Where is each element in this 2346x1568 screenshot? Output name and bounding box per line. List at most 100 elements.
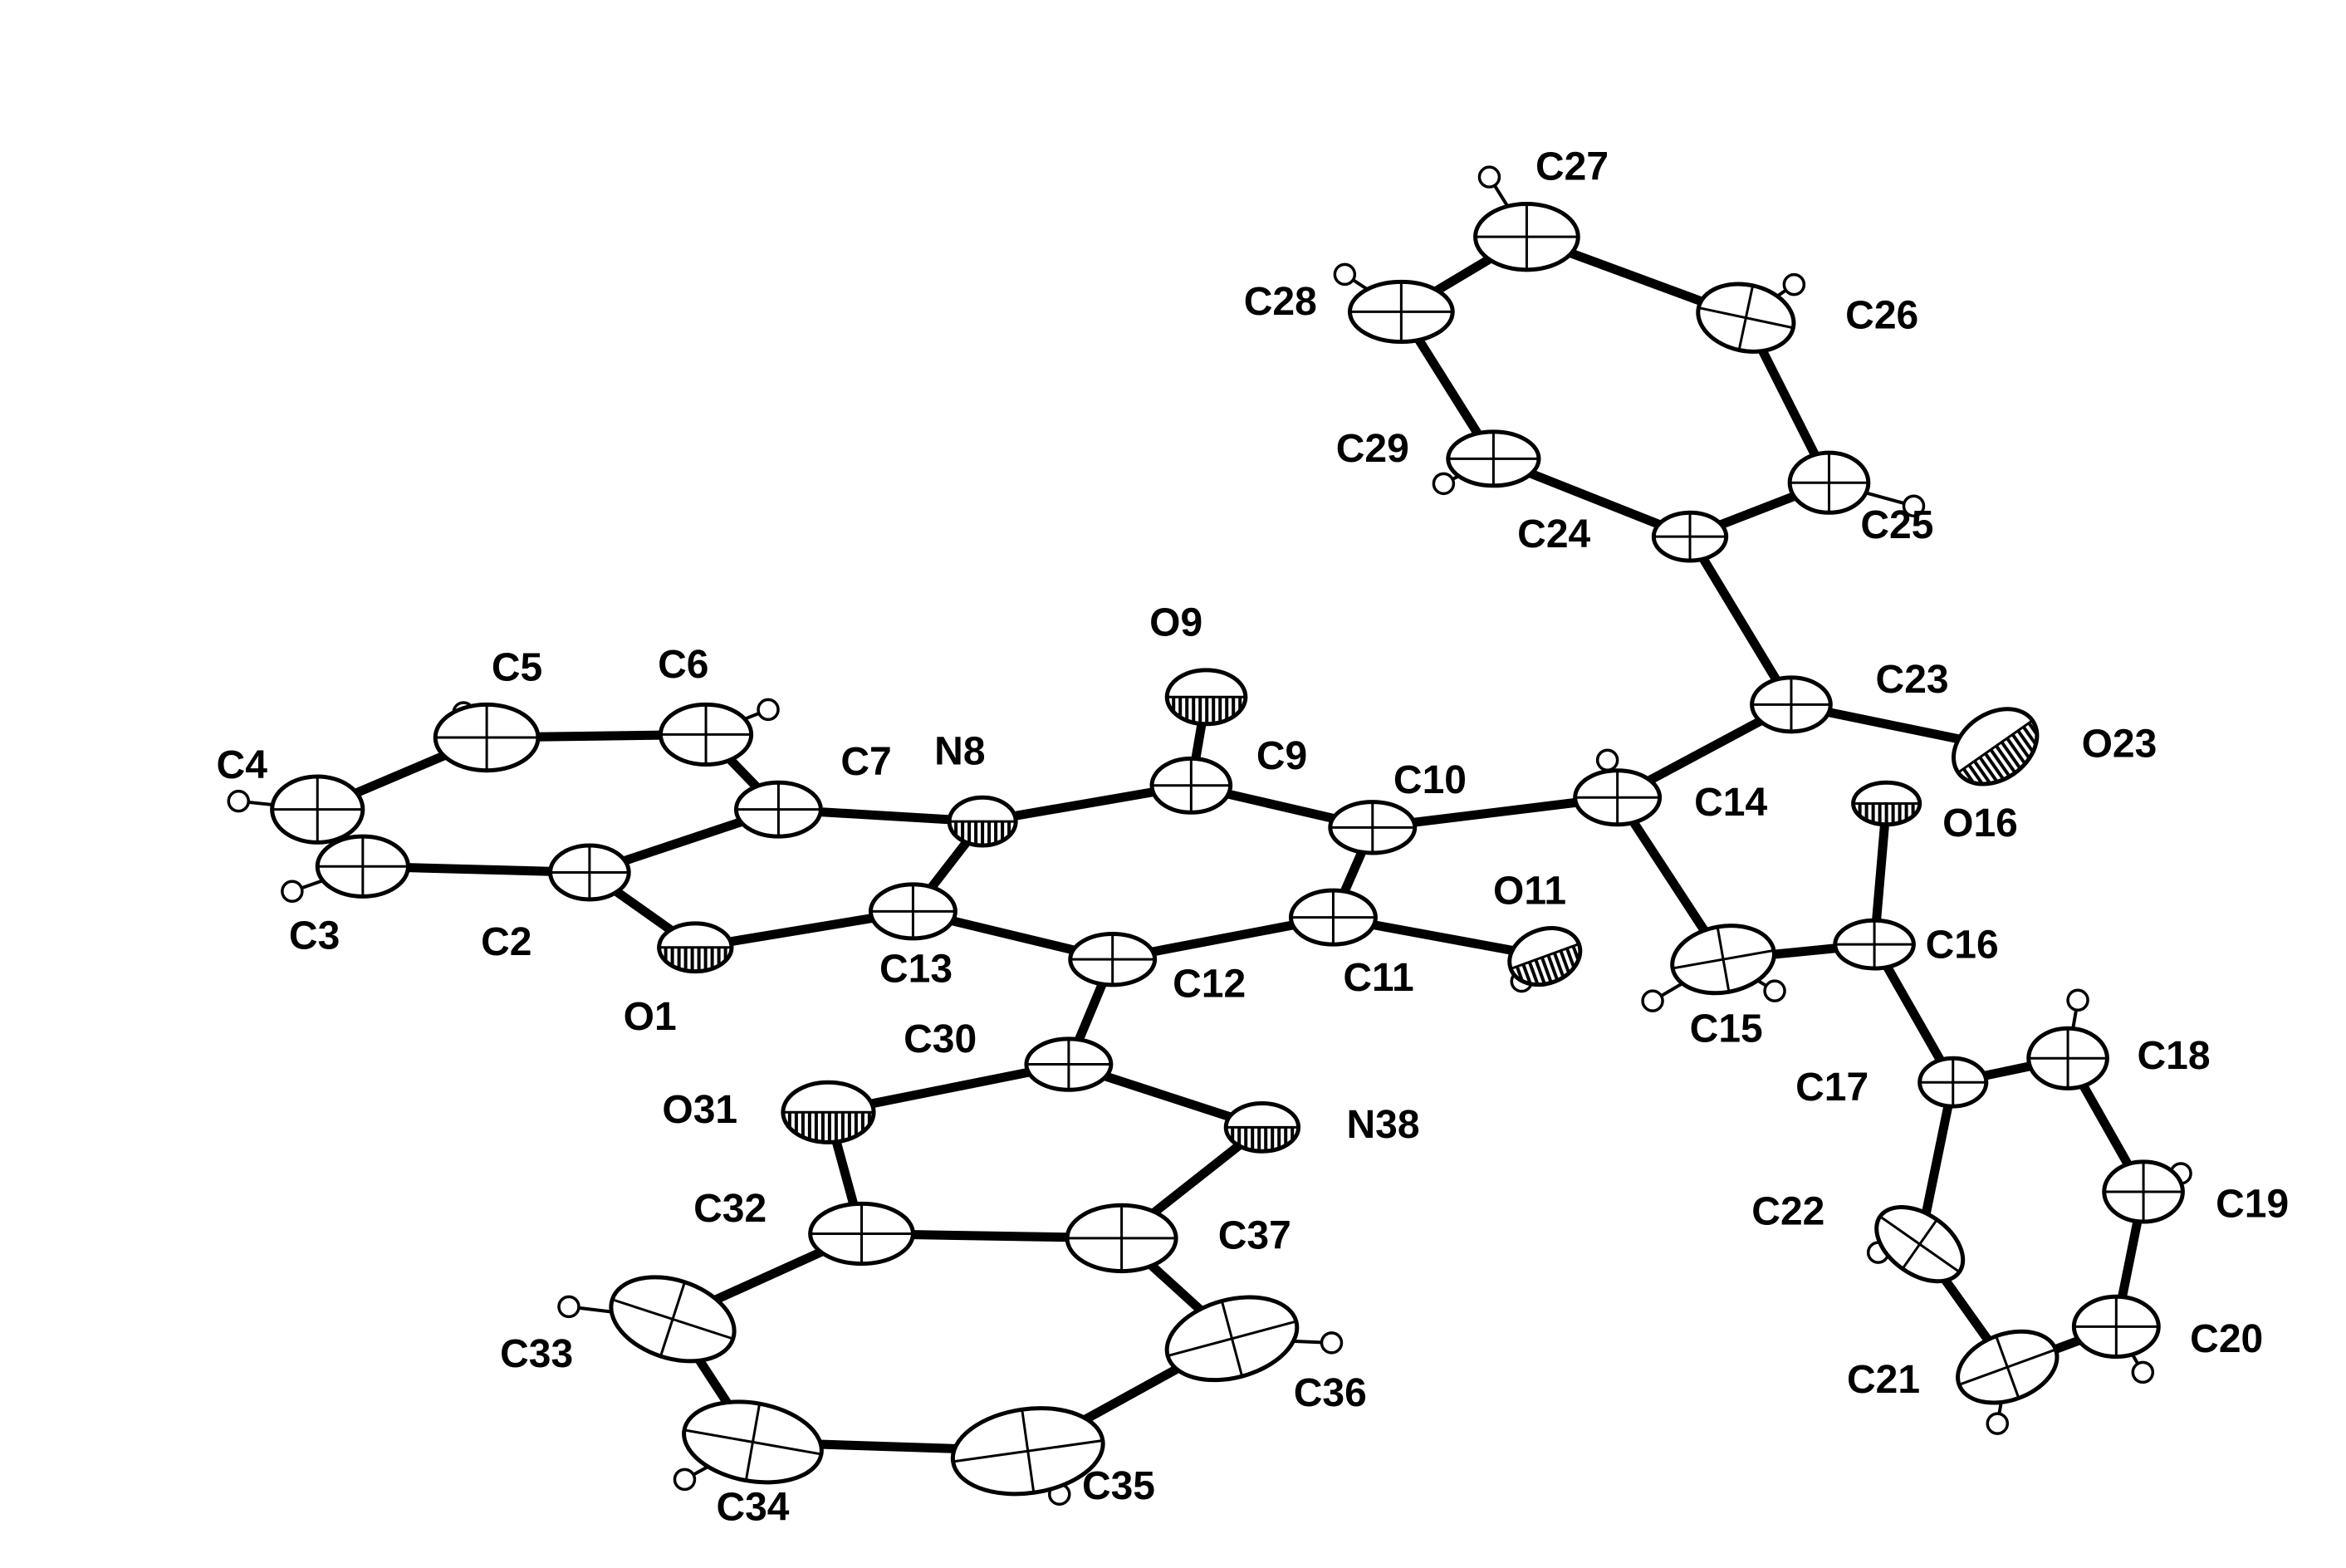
atom-label-o9: O9 — [1149, 600, 1202, 644]
atom-c12 — [1068, 931, 1158, 987]
atom-label-c20: C20 — [2190, 1317, 2263, 1361]
atom-o9 — [1164, 668, 1248, 727]
atom-label-o16: O16 — [1942, 801, 2018, 845]
atom-label-c7: C7 — [840, 740, 891, 784]
atom-label-c28: C28 — [1244, 280, 1317, 324]
atom-c19 — [2102, 1159, 2185, 1224]
atom-label-c2: C2 — [481, 920, 531, 964]
atom-label-n8: N8 — [934, 730, 985, 774]
atom-label-c36: C36 — [1294, 1371, 1367, 1415]
atom-label-c10: C10 — [1393, 758, 1467, 802]
atom-n8 — [947, 795, 1018, 848]
atom-label-o1: O1 — [624, 995, 677, 1039]
atom-c7 — [733, 780, 823, 839]
atoms-layer — [270, 201, 2185, 1497]
atom-c20 — [2071, 1294, 2161, 1359]
atom-c21 — [1956, 1329, 2059, 1405]
atom-label-c5: C5 — [492, 645, 542, 689]
atom-c11 — [1288, 888, 1378, 947]
atom-c18 — [2026, 1026, 2109, 1090]
atom-label-c6: C6 — [658, 643, 708, 687]
hydrogen-atom-c15_1 — [1641, 989, 1664, 1012]
hydrogen-atom-c18 — [2066, 988, 2089, 1012]
atom-c3 — [315, 834, 410, 899]
atom-label-c22: C22 — [1751, 1190, 1824, 1234]
atom-c26 — [1696, 282, 1796, 354]
atom-label-c21: C21 — [1847, 1358, 1920, 1402]
atom-label-c37: C37 — [1218, 1214, 1291, 1258]
hydrogen-atom-c14 — [1595, 748, 1619, 772]
atom-label-c35: C35 — [1082, 1464, 1155, 1508]
atom-label-c30: C30 — [904, 1017, 977, 1061]
atom-c36 — [1164, 1295, 1300, 1383]
atom-c34 — [682, 1399, 824, 1485]
hydrogen-atom-c15_2 — [1763, 979, 1786, 1002]
hydrogen-atom-c6 — [757, 698, 780, 722]
atom-label-c16: C16 — [1926, 923, 1999, 967]
hydrogen-atom-c34 — [673, 1468, 697, 1492]
atom-c4 — [270, 774, 365, 845]
atom-c10 — [1328, 800, 1418, 855]
bond-c23-c24 — [1685, 532, 1796, 709]
atom-c9 — [1149, 756, 1233, 815]
atom-label-c18: C18 — [2137, 1034, 2210, 1078]
atom-o1 — [657, 921, 734, 974]
atom-label-o31: O31 — [662, 1088, 737, 1132]
hydrogen-atom-c4 — [227, 789, 250, 813]
hydrogen-atom-c3 — [281, 880, 304, 904]
atom-label-c34: C34 — [716, 1485, 789, 1529]
atom-label-o23: O23 — [2082, 723, 2157, 767]
atom-c28 — [1347, 279, 1455, 345]
atom-label-c9: C9 — [1256, 734, 1307, 778]
atom-label-c12: C12 — [1173, 962, 1246, 1006]
atom-c15 — [1670, 924, 1776, 996]
atom-o16 — [1851, 780, 1922, 827]
atom-c35 — [950, 1406, 1105, 1497]
atom-label-c29: C29 — [1336, 427, 1409, 471]
atom-label-c4: C4 — [217, 743, 268, 787]
hydrogen-atoms-layer — [227, 165, 2192, 1506]
atom-n38 — [1223, 1100, 1301, 1154]
atom-label-c27: C27 — [1535, 145, 1609, 189]
atom-label-c32: C32 — [693, 1187, 766, 1231]
hydrogen-atom-c25 — [1902, 494, 1926, 517]
hydrogen-atom-c20 — [2131, 1360, 2155, 1384]
atom-c37 — [1065, 1203, 1178, 1274]
atom-label-c17: C17 — [1795, 1066, 1868, 1110]
hydrogen-bonds-layer — [237, 175, 2183, 1497]
atom-c14 — [1573, 768, 1663, 827]
atom-c5 — [433, 702, 541, 773]
hydrogen-atom-c26 — [1782, 272, 1806, 296]
atom-label-c25: C25 — [1860, 503, 1933, 547]
atom-label-c23: C23 — [1876, 658, 1949, 702]
atom-label-o11: O11 — [1493, 869, 1566, 913]
hydrogen-atom-c36 — [1320, 1331, 1344, 1355]
atom-label-c3: C3 — [289, 914, 340, 958]
hydrogen-atom-c28 — [1333, 262, 1357, 287]
atom-label-c11: C11 — [1343, 956, 1413, 1000]
atom-label-c24: C24 — [1517, 512, 1590, 556]
hydrogen-atom-c33 — [557, 1295, 580, 1319]
atom-c22 — [1874, 1205, 1966, 1284]
atom-label-c13: C13 — [879, 947, 953, 991]
atom-c16 — [1833, 918, 1916, 971]
atom-c25 — [1787, 450, 1871, 515]
atom-c6 — [658, 702, 754, 767]
atom-label-n38: N38 — [1346, 1103, 1419, 1147]
atom-c30 — [1024, 1036, 1114, 1092]
atom-c17 — [1917, 1056, 1989, 1109]
atom-o31 — [781, 1080, 876, 1144]
atom-label-c14: C14 — [1694, 781, 1767, 825]
hydrogen-atom-c29 — [1432, 472, 1456, 496]
atom-c32 — [808, 1201, 915, 1267]
atom-label-c15: C15 — [1690, 1007, 1763, 1051]
atom-label-c19: C19 — [2216, 1183, 2289, 1227]
atom-c29 — [1446, 429, 1541, 488]
hydrogen-atom-c21 — [1986, 1412, 2010, 1435]
atom-c33 — [609, 1275, 737, 1364]
atom-c13 — [868, 882, 958, 941]
atom-label-c26: C26 — [1845, 293, 1918, 337]
